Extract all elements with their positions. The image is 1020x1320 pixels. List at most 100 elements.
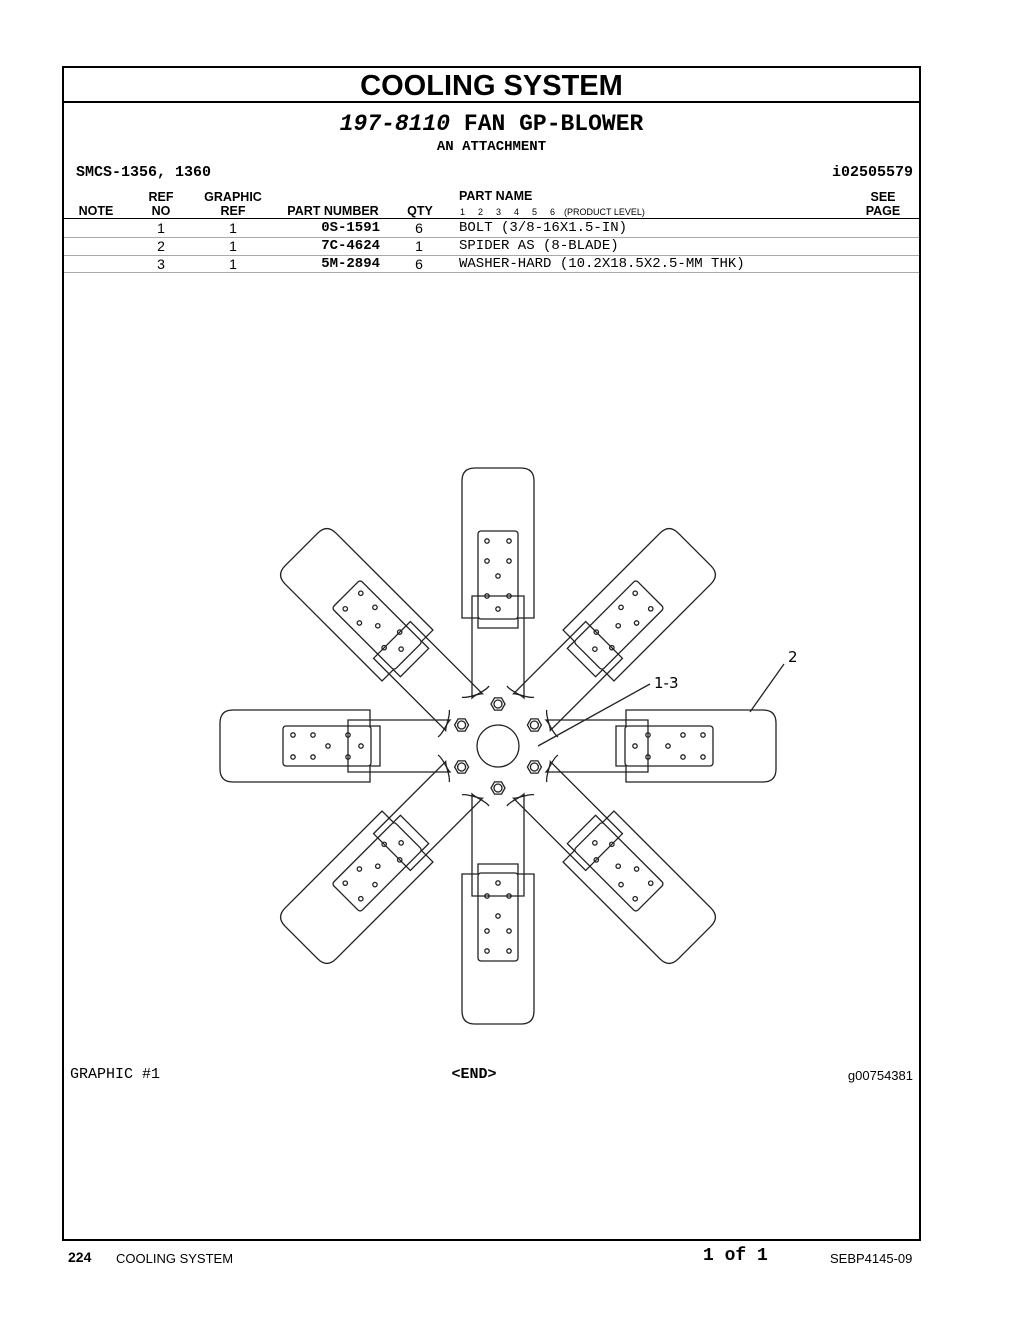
row-part-name: SPIDER AS (8-BLADE) [459,238,619,254]
rivet [495,573,501,579]
rivet [593,856,600,863]
callout-label-1-3: 1-3 [654,674,679,692]
rivet [506,593,512,599]
rivet [374,622,381,629]
header-note: NOTE [78,204,114,218]
spider-arm [511,759,624,872]
row-part-name: BOLT (3/8-16X1.5-IN) [459,220,628,236]
rivet [615,863,622,870]
rivet [342,605,349,612]
clamp-plate [624,725,714,767]
rivet [506,948,512,954]
group-title: 197-8110 FAN GP-BLOWER [64,111,919,137]
row-part-number: 5M-2894 [321,256,380,272]
rivet [680,732,686,738]
rivet [310,754,316,760]
clamp-plate [477,530,519,620]
row-qty: 6 [415,220,423,236]
header-see-bottom: PAGE [865,204,901,218]
clamp-plate [332,580,422,670]
spider-arm [544,719,649,773]
spider-arm [471,595,525,700]
rivet [592,646,598,652]
rivet [484,593,490,599]
blade-outline [461,863,535,1025]
header-qty: QTY [407,204,433,218]
blade-outline [279,810,434,965]
graphic-label: GRAPHIC #1 [70,1066,161,1083]
fan-blade [279,759,485,965]
header-graphic-bottom: REF [220,204,246,218]
fan-blade [279,527,485,733]
header-ref-bottom: NO [151,204,171,218]
rivet [633,620,640,626]
rivet [592,840,598,846]
blade-outline [279,527,434,682]
blade-outline [219,709,381,783]
rivet [345,732,351,738]
clamp-plate [477,872,519,962]
row-ref-no: 2 [157,238,165,254]
rivet [495,913,501,919]
clamp-plate [574,580,664,670]
rivet [310,732,316,738]
rivet [290,732,296,738]
rivet [398,646,404,652]
level-6: 6 [550,207,556,217]
rivet [632,590,639,597]
row-graphic-ref: 1 [229,256,237,272]
callout-leader-1-3 [537,683,651,747]
row-rule [64,237,919,238]
rivet [357,590,364,597]
rivet [484,893,490,899]
row-part-number: 7C-4624 [321,238,380,254]
rivet [608,644,615,651]
row-graphic-ref: 1 [229,238,237,254]
rivet [372,604,378,611]
hub-bolt [526,718,543,732]
blade-outline [562,527,717,682]
rivet [647,605,654,612]
rivet [593,629,600,636]
row-qty: 1 [415,238,423,254]
rivet [290,754,296,760]
rivet [374,863,381,870]
fan-blade [219,709,452,783]
header-see-top: SEE [870,190,896,204]
rivet [632,743,638,749]
blade-outline [461,467,535,629]
spider-arm [471,792,525,897]
rivet [396,856,403,863]
fan-illustration: 2 1-3 [219,467,798,1025]
spider-arm [511,620,624,733]
row-part-name: WASHER-HARD (10.2X18.5X2.5-MM THK) [459,256,745,272]
page-number: 224 [68,1249,92,1265]
blade-outline [562,810,717,965]
end-marker: <END> [451,1066,497,1083]
rivet [358,743,364,749]
row-rule [64,255,919,256]
rivet [700,754,706,760]
row-ref-no: 1 [157,220,165,236]
group-subtitle: AN ATTACHMENT [436,139,547,155]
rivet [615,622,622,629]
level-4: 4 [514,207,520,217]
rivet [608,841,615,848]
rivet [398,840,404,846]
rivet [342,880,349,887]
rivet [372,881,378,888]
spider-arm [372,759,485,872]
rivet [381,841,388,848]
hub-bolt [526,760,543,774]
header-ref-top: REF [148,190,174,204]
rivet [345,754,351,760]
rivet [495,606,501,612]
hub-bolt [453,760,470,774]
callout-label-2: 2 [788,648,798,666]
rivet [325,743,331,749]
rivet [665,743,671,749]
section-title: COOLING SYSTEM [64,68,919,103]
row-rule [64,272,919,273]
rivet [506,928,512,934]
clamp-plate [332,822,422,912]
